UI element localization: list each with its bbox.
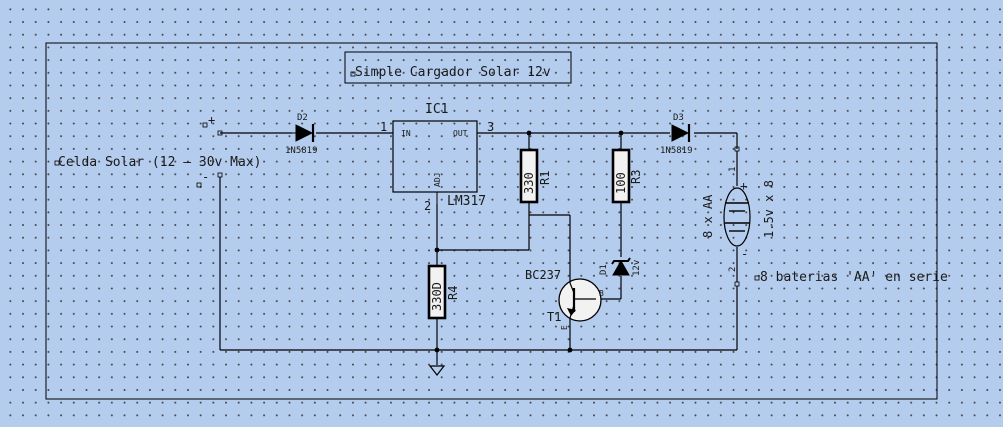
resistor-r3: 100 R3 [611,148,643,204]
ic1-ref: IC1 [425,102,448,117]
battery-value-voltage: 1.5v x 8 [762,180,776,238]
r1-value: 330 [522,172,536,194]
diode-d2: D2 1N5819 [285,113,318,156]
ic1-value: LM317 [447,194,486,209]
d3-ref: D3 [673,113,684,123]
title-box [344,51,572,84]
battery-pack: + - 1 2 8 x AA 1.5v x 8 8 baterias 'AA' … [701,146,948,287]
ic1-pin-adj: ADJ [433,173,442,187]
r1-ref: R1 [538,171,552,185]
zener-d1: D1 12v [599,257,642,276]
solar-plus-sign: + [208,113,215,127]
solar-minus-sign: - [202,170,209,184]
t1-pin-b: B [599,289,604,298]
title-anchor-marker [350,71,356,77]
d2-value: 1N5819 [285,146,318,156]
r4-value: 330D [430,282,444,311]
battery-pin-1: 1 [728,167,738,172]
regulator-ic1: IC1 IN OUT ADJ 1 3 2 LM317 [380,102,494,213]
junctions [434,130,624,353]
d1-ref: D1 [599,264,609,275]
battery-plus-sign: + [740,179,747,193]
ic1-num-out: 3 [487,120,494,134]
ic1-num-in: 1 [380,120,387,134]
ground-symbol-icon [428,365,446,376]
solar-cell-label: Celda Solar (12 — 30v Max) [58,155,262,170]
diode-d3: D3 1N5819 [660,113,693,156]
r3-ref: R3 [629,170,643,184]
transistor-t1: BC237 T1 B E [525,268,604,330]
wires [219,132,738,365]
d2-ref: D2 [297,113,308,123]
battery-minus-sign: - [741,247,748,261]
solar-cell-connector: + Celda Solar (12 — 30v Max) - [54,113,262,188]
resistor-r4: 330D R4 [427,264,460,320]
r4-ref: R4 [446,286,460,300]
battery-label: 8 baterias 'AA' en serie [760,270,948,285]
ic1-pin-out: OUT [453,129,468,138]
schematic-title: Simple Cargador Solar 12v [355,65,551,80]
t1-value: BC237 [525,268,561,282]
d1-value: 12v [632,260,642,276]
d3-value: 1N5819 [660,146,693,156]
ic1-num-adj: 2 [424,199,431,213]
ic1-pin-in: IN [401,129,411,138]
sheet-frame [45,42,938,400]
resistor-r1: 330 R1 [519,148,552,204]
battery-pin-2: 2 [728,267,738,272]
t1-ref: T1 [547,310,561,324]
r3-value: 100 [614,172,628,194]
battery-value-count: 8 x AA [701,194,715,238]
t1-pin-e: E [560,325,569,330]
